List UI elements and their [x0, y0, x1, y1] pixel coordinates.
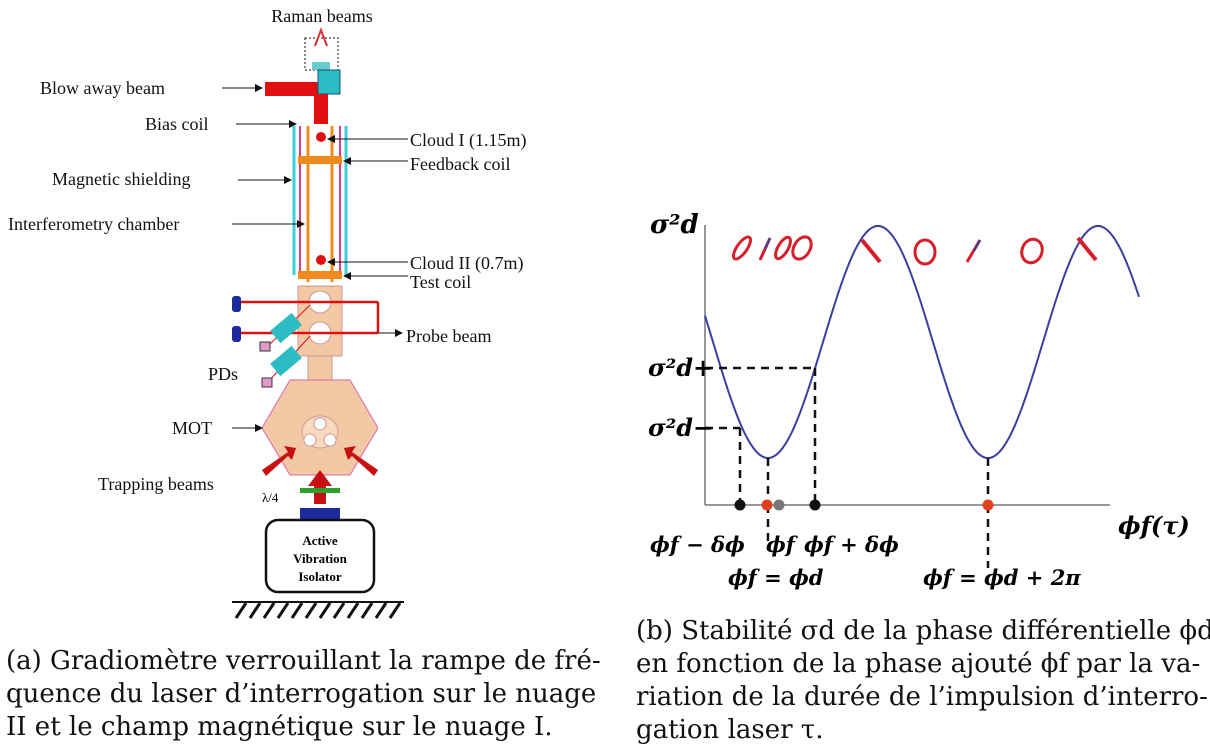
- figure-b-plot: σ²d σ²d+ σ²d− ϕf(τ) ϕf − δϕ ϕf ϕf + δϕ ϕ…: [600, 0, 1210, 630]
- blow-away-beam: [265, 82, 320, 96]
- vibration-isolator: [264, 518, 376, 594]
- mirror-mount: [300, 508, 340, 520]
- caption-b-line1: (b) Stabilité σd de la phase différentie…: [636, 616, 1210, 646]
- raman-head: [304, 27, 339, 71]
- label-test-coil: Test coil: [410, 272, 471, 292]
- caption-b-line3: riation de la durée de l’impulsion d’int…: [636, 682, 1208, 712]
- label-mot: MOT: [172, 418, 212, 438]
- test-coil: [298, 271, 342, 279]
- dot-phi-minus: [734, 499, 746, 511]
- photodiodes: [259, 304, 311, 388]
- avi-line3: Isolator: [298, 569, 342, 584]
- label-trapping-beams: Trapping beams: [98, 474, 214, 494]
- ellipse-icons: [731, 235, 1098, 266]
- feedback-coil: [298, 156, 342, 164]
- caption-a-line1: (a) Gradiomètre verrouillant la rampe de…: [6, 646, 601, 676]
- label-phi-eq-2pi: ϕf = ϕd + 2π: [923, 565, 1081, 590]
- caption-b-line4: gation laser τ.: [636, 715, 824, 745]
- label-phi-plus: ϕf + δϕ: [804, 532, 899, 557]
- trapping-beams: [262, 446, 378, 504]
- label-pds: PDs: [208, 364, 238, 384]
- cloud-2: [316, 255, 326, 265]
- label-feedback-coil: Feedback coil: [410, 154, 510, 174]
- label-raman-beams: Raman beams: [271, 6, 372, 26]
- y-axis-label: σ²d: [650, 210, 699, 240]
- ground-hatch: [232, 601, 404, 619]
- probe-section: [297, 285, 343, 397]
- cloud-1: [316, 132, 326, 142]
- label-bias-coil: Bias coil: [145, 114, 209, 134]
- label-sigma-plus: σ²d+: [648, 353, 713, 382]
- caption-b: (b) Stabilité σd de la phase différentie…: [636, 615, 1210, 747]
- variance-curve: [704, 225, 1140, 459]
- avi-line1: Active: [302, 533, 338, 548]
- label-blow-away: Blow away beam: [40, 78, 165, 98]
- quarter-wave-plate: [300, 488, 340, 493]
- label-cloud-1: Cloud I (1.15m): [410, 130, 527, 151]
- dot-phi-d: [761, 499, 773, 511]
- x-axis-label: ϕf(τ): [1118, 511, 1190, 540]
- dot-phi-d-2pi: [982, 499, 994, 511]
- label-probe-beam: Probe beam: [406, 326, 491, 346]
- avi-line2: Vibration: [293, 551, 347, 566]
- dot-phi-f: [773, 499, 785, 511]
- beam-splitter-cube: [317, 69, 341, 95]
- caption-b-line2: en fonction de la phase ajouté ϕf par la…: [636, 649, 1201, 679]
- label-cloud-2: Cloud II (0.7m): [410, 253, 523, 274]
- label-magnetic-shielding: Magnetic shielding: [52, 169, 190, 189]
- label-lambda4: λ/4: [262, 490, 279, 505]
- label-phi-minus: ϕf − δϕ: [650, 532, 745, 557]
- dashed-guides: [705, 366, 990, 568]
- caption-a-line3: II et le champ magnétique sur le nuage I…: [6, 712, 553, 742]
- probe-beam: [232, 296, 380, 342]
- caption-a-line2: quence du laser d’interrogation sur le n…: [6, 679, 597, 709]
- dot-phi-plus: [809, 499, 821, 511]
- caption-a: (a) Gradiomètre verrouillant la rampe de…: [6, 645, 601, 744]
- label-phi-f: ϕf: [766, 532, 799, 557]
- label-sigma-minus: σ²d−: [648, 413, 713, 442]
- label-interferometry-chamber: Interferometry chamber: [8, 214, 179, 234]
- figure-a-apparatus: Active Vibration Isolator Raman beams Bl…: [0, 0, 600, 630]
- label-phi-eq: ϕf = ϕd: [728, 565, 824, 590]
